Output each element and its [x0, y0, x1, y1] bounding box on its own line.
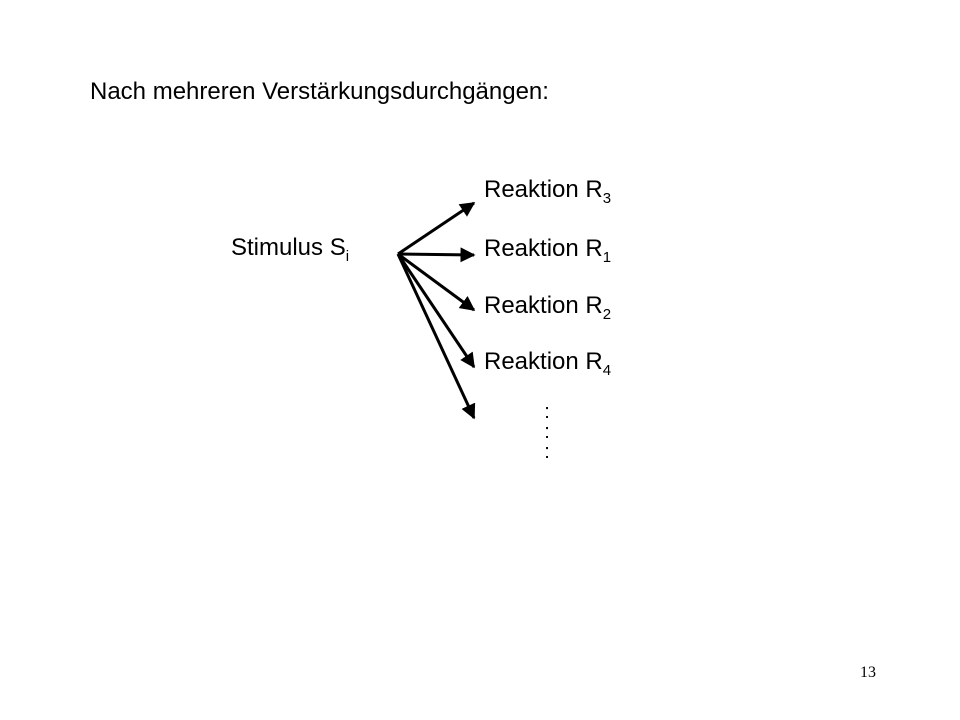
- reaction-r1: Reaktion R1: [484, 235, 612, 266]
- reaction-r3-text: Reaktion R: [484, 176, 603, 203]
- reaction-r2: Reaktion R2: [484, 292, 612, 323]
- continuation-dot: :: [544, 401, 550, 423]
- reaction-r1-text: Reaktion R: [484, 235, 603, 262]
- reaction-r1-subscript: 1: [602, 249, 612, 266]
- reaction-r3-subscript: 3: [602, 190, 612, 207]
- reaction-r4: Reaktion R4: [484, 348, 612, 379]
- arrow-to-reaction-r3: [397, 201, 476, 256]
- reaction-r2-text: Reaktion R: [484, 292, 603, 319]
- page-number: 13: [860, 664, 876, 681]
- continuation-dots: : : :: [541, 402, 553, 462]
- reaction-r4-subscript: 4: [602, 362, 612, 379]
- stimulus-label: Stimulus Si: [231, 234, 350, 265]
- arrow-to-reaction-r4: [396, 253, 476, 369]
- arrow-to-reaction-r1: [397, 247, 476, 263]
- arrow-to-further-reactions: [396, 253, 476, 420]
- continuation-dot: :: [544, 421, 550, 443]
- slide-heading: Nach mehreren Verstärkungsdurchgängen:: [90, 78, 549, 105]
- reaction-r3: Reaktion R3: [484, 176, 612, 207]
- stimulus-subscript: i: [345, 248, 350, 265]
- stimulus-text: Stimulus S: [231, 234, 346, 261]
- reaction-r4-text: Reaktion R: [484, 348, 603, 375]
- arrow-to-reaction-r2: [397, 252, 476, 312]
- continuation-dot: :: [544, 441, 550, 463]
- reaction-r2-subscript: 2: [602, 306, 612, 323]
